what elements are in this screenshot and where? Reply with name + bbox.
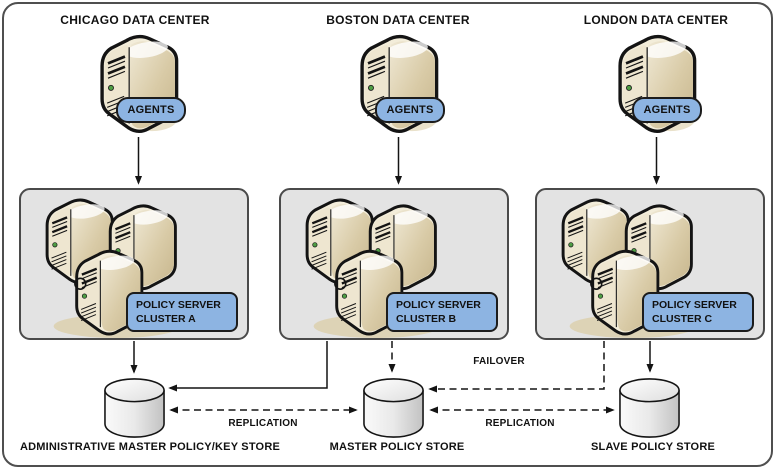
- admin-master-policy-key-store-icon: [103, 377, 166, 439]
- cluster-a-label-line2: CLUSTER A: [136, 313, 196, 325]
- cluster-c-label-line2: CLUSTER C: [652, 313, 713, 325]
- replication-right-label: REPLICATION: [485, 418, 555, 429]
- master-policy-store-icon: [362, 377, 425, 439]
- cluster-b-label: POLICY SERVER CLUSTER B: [386, 292, 498, 332]
- admin-master-store-label: ADMINISTRATIVE MASTER POLICY/KEY STORE: [19, 441, 280, 453]
- london-dc-title: LONDON DATA CENTER: [583, 13, 729, 27]
- cluster-b-label-line1: POLICY SERVER: [396, 299, 481, 311]
- failover-label: FAILOVER: [473, 356, 525, 367]
- london-agents-badge: AGENTS: [632, 97, 702, 123]
- boston-dc-title: BOSTON DATA CENTER: [326, 13, 470, 27]
- slave-store-label: SLAVE POLICY STORE: [590, 441, 715, 453]
- master-store-label: MASTER POLICY STORE: [329, 441, 465, 453]
- cluster-a-label-line1: POLICY SERVER: [136, 299, 221, 311]
- cluster-a-label: POLICY SERVER CLUSTER A: [126, 292, 238, 332]
- cluster-c-label-line1: POLICY SERVER: [652, 299, 737, 311]
- boston-agents-badge: AGENTS: [375, 97, 445, 123]
- policy-server-cluster-a-box: POLICY SERVER CLUSTER A: [19, 188, 249, 340]
- policy-server-cluster-c-box: POLICY SERVER CLUSTER C: [535, 188, 765, 340]
- cluster-c-label: POLICY SERVER CLUSTER C: [642, 292, 754, 332]
- policy-server-cluster-b-box: POLICY SERVER CLUSTER B: [279, 188, 509, 340]
- chicago-agents-badge: AGENTS: [116, 97, 186, 123]
- slave-policy-store-icon: [618, 377, 681, 439]
- chicago-dc-title: CHICAGO DATA CENTER: [60, 13, 210, 27]
- cluster-b-label-line2: CLUSTER B: [396, 313, 457, 325]
- replication-left-label: REPLICATION: [228, 418, 298, 429]
